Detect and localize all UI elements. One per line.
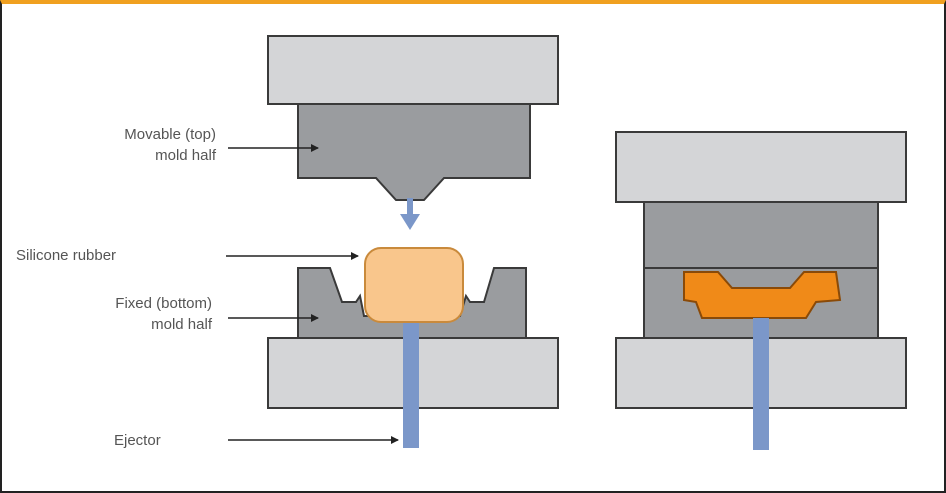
closed-ejector-pin [753,318,769,450]
movable-mold-label: Movable (top) mold half [20,124,216,166]
movable-mold-label-line1: Movable (top) [124,126,216,143]
molded-silicone-part [683,271,842,319]
silicone-rubber-blank [364,247,464,323]
open-mold-assembly [267,35,559,448]
press-arrow-head [400,214,420,230]
top-platen [267,35,559,105]
fixed-mold-label-line2: mold half [151,316,212,333]
fixed-mold-label: Fixed (bottom) mold half [20,293,212,335]
silicone-rubber-label: Silicone rubber [16,247,117,264]
closed-mold-assembly [615,131,907,450]
ejector-label: Ejector [114,432,161,449]
fixed-mold-label-line1: Fixed (bottom) [115,295,212,312]
closed-top-mold-half [643,201,879,269]
ejector-pin [403,322,419,448]
closed-top-platen [615,131,907,203]
movable-top-mold-half [297,103,531,201]
movable-mold-label-line2: mold half [155,147,216,164]
leader-arrows [226,144,399,444]
